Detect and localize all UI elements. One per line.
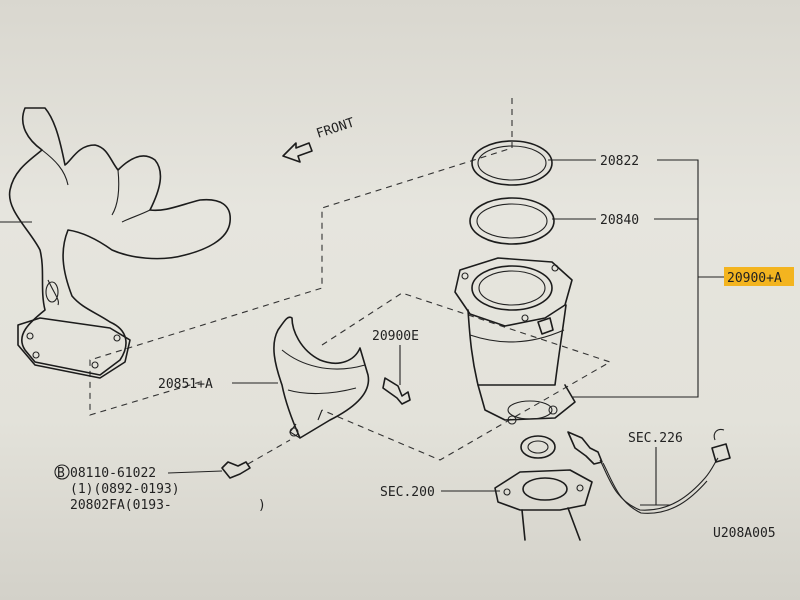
leader-bracket — [572, 159, 724, 398]
label-bolt-number: 08110-61022 — [70, 466, 156, 481]
bolt-08110 — [221, 439, 291, 479]
leader-bolt — [167, 470, 223, 474]
gasket-20840 — [469, 197, 555, 245]
bolt-callout-icon: B — [54, 464, 70, 481]
heat-shield — [273, 316, 370, 439]
bolt-callout-letter: B — [57, 466, 65, 481]
oxygen-sensor — [567, 428, 731, 514]
exhaust-manifold — [0, 107, 231, 379]
label-sec226: SEC.226 — [628, 431, 683, 446]
label-20900e: 20900E — [372, 329, 419, 344]
highlight-20900a — [724, 267, 794, 286]
label-20900a: 20900+A — [727, 271, 782, 286]
leader-sec226 — [640, 447, 670, 506]
front-arrow-icon — [282, 142, 313, 163]
gasket-20822 — [471, 140, 553, 186]
label-20840: 20840 — [600, 213, 639, 228]
label-20802fa: 20802FA(0193- — [70, 498, 172, 513]
label-20851a: 20851+A — [158, 377, 213, 392]
dashed-boundary-lower — [321, 292, 612, 461]
label-paren-close: ) — [258, 498, 266, 513]
label-bolt-range: (1)(0892-0193) — [70, 482, 180, 497]
label-20822: 20822 — [600, 154, 639, 169]
label-sec200: SEC.200 — [380, 485, 435, 500]
exhaust-pipe-flange — [494, 469, 593, 541]
bolt-20900e — [382, 377, 411, 405]
label-figure-id: U208A005 — [713, 526, 776, 541]
front-label: FRONT — [315, 115, 357, 141]
dashed-boundary-upper — [89, 98, 513, 416]
catalytic-converter — [454, 257, 576, 425]
gasket-ring-lower — [520, 435, 556, 459]
